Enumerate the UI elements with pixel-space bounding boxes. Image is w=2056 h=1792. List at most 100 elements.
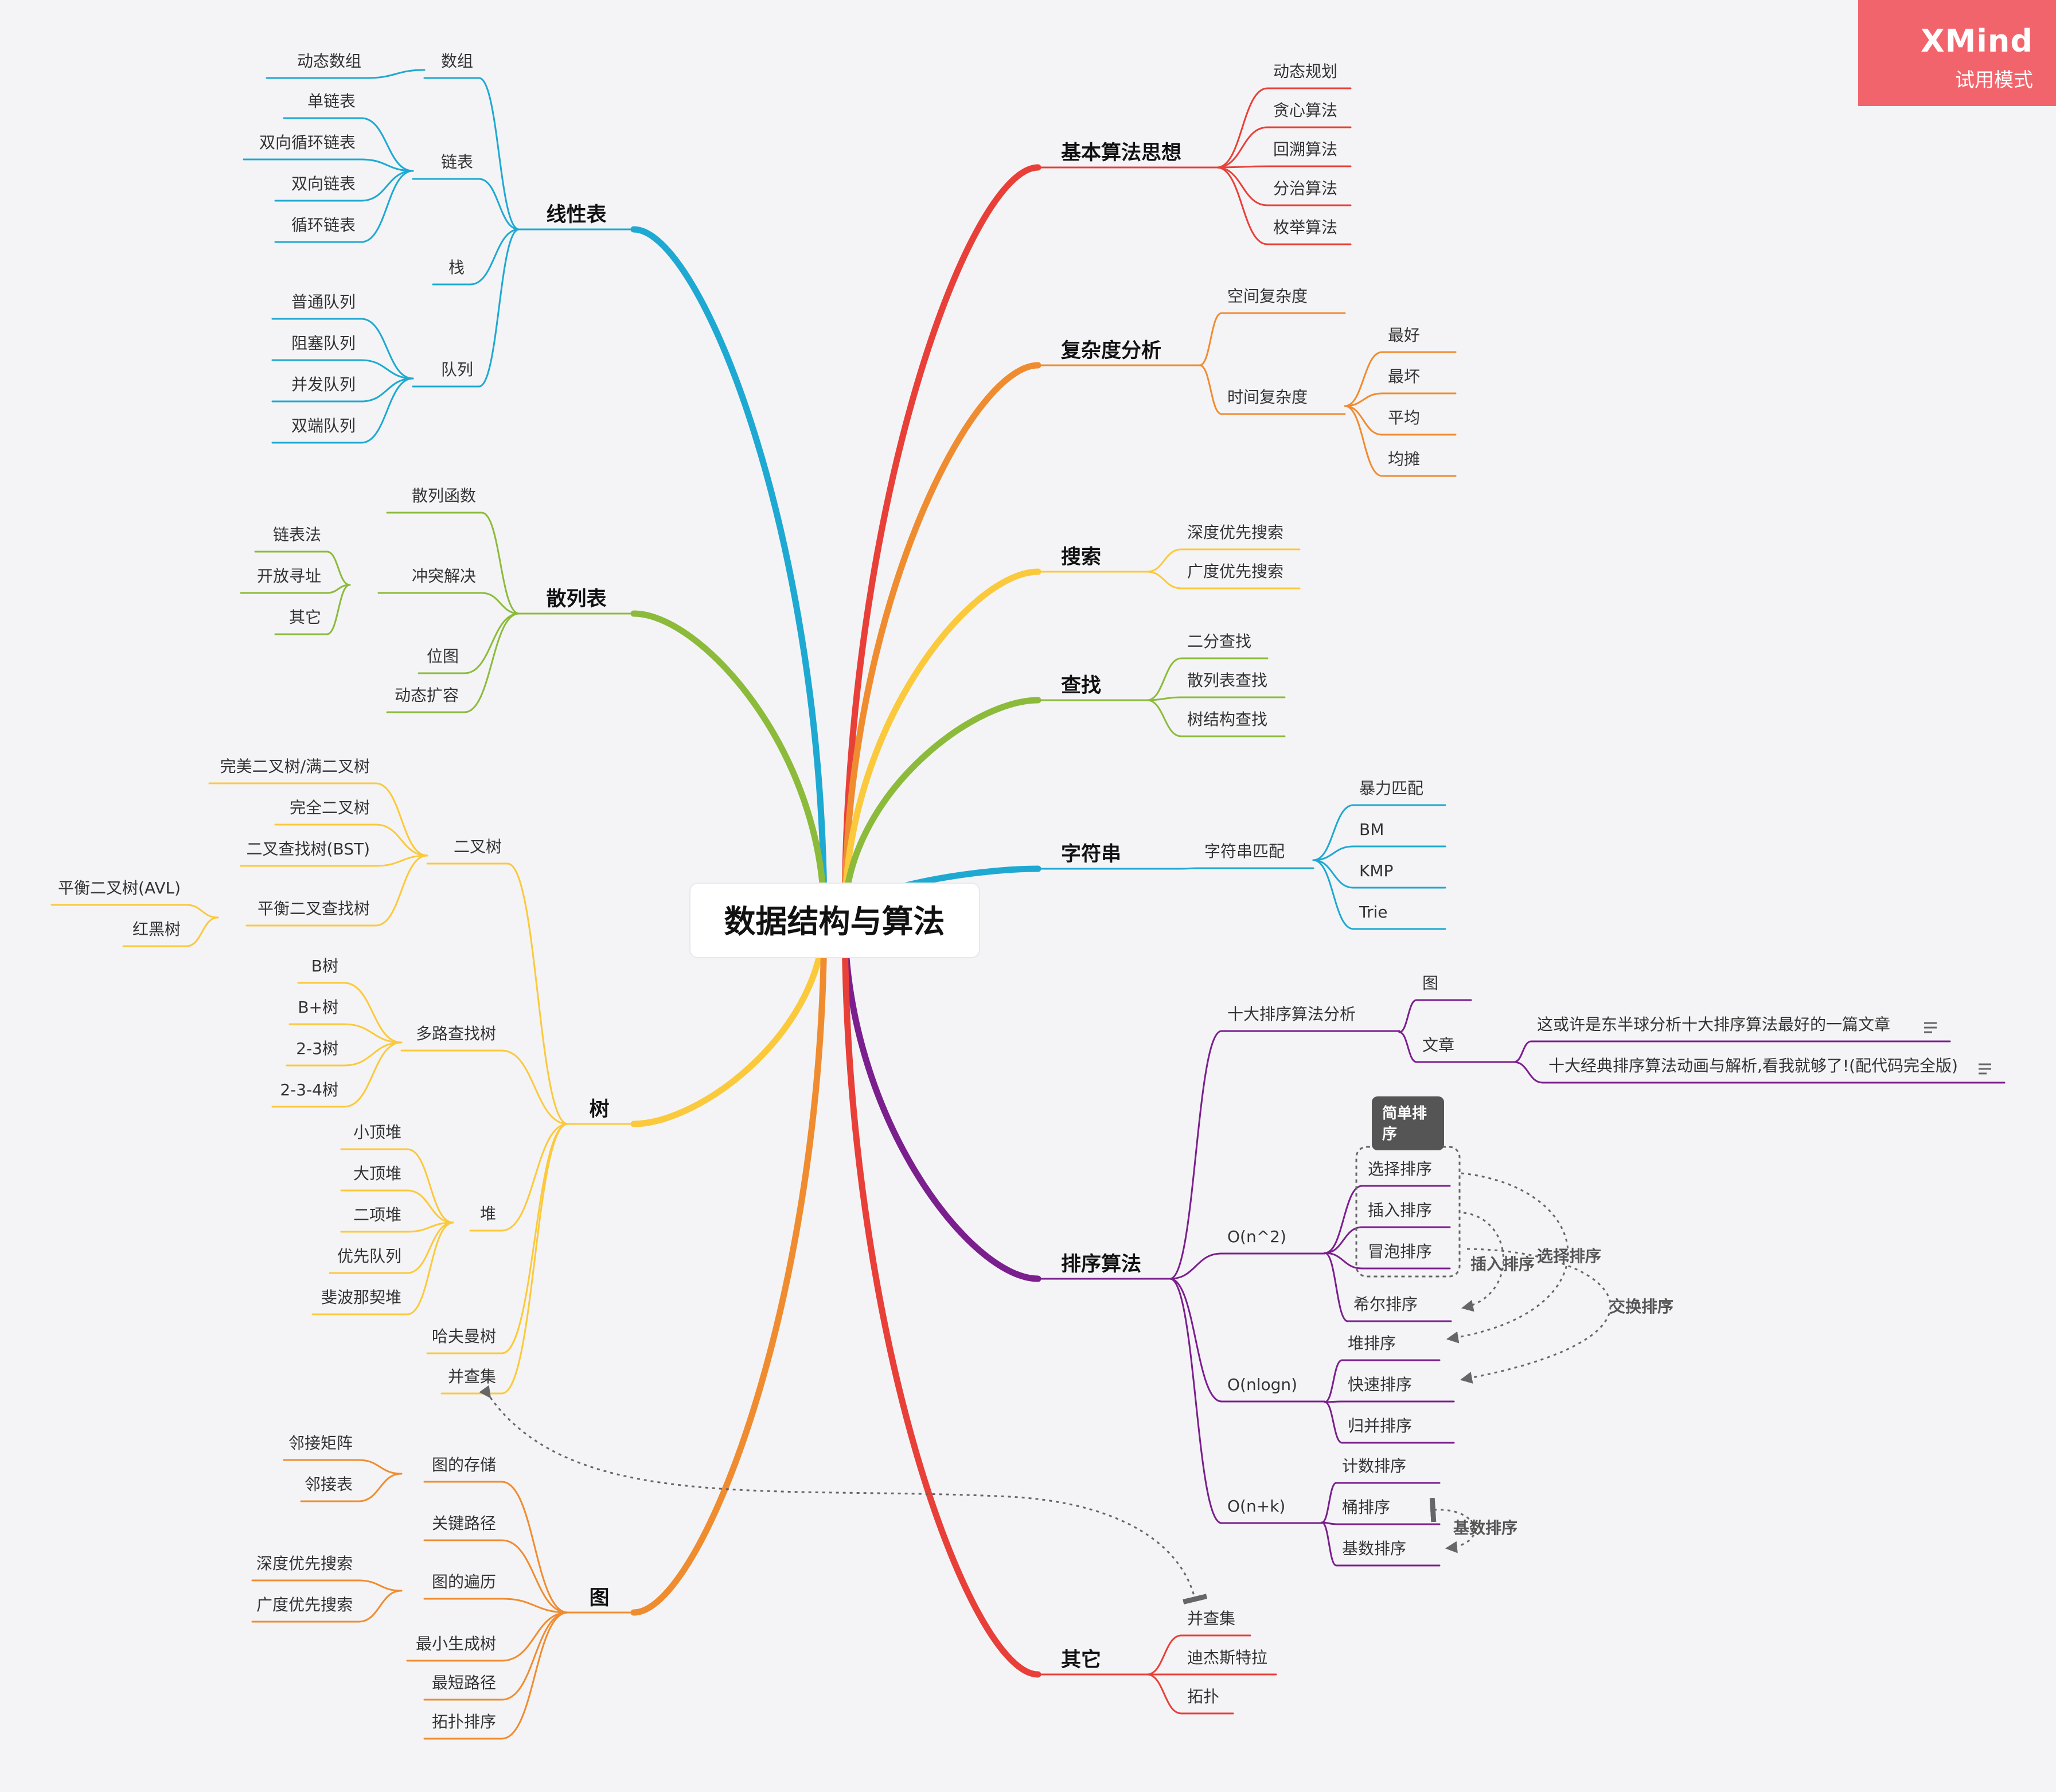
node-bfs[interactable]: 广度优先搜索 [1187,562,1283,581]
node-234-tree[interactable]: 2-3-4树 [280,1080,338,1099]
node-queue[interactable]: 队列 [441,360,473,379]
node-huffman[interactable]: 哈夫曼树 [432,1327,496,1346]
node-bitmap[interactable]: 位图 [427,647,459,666]
node-graph-storage[interactable]: 图的存储 [432,1455,496,1474]
node-union-find[interactable]: 并查集 [448,1367,496,1386]
node-sort-diagram[interactable]: 图 [1422,974,1438,993]
node-priority-queue[interactable]: 优先队列 [337,1247,401,1266]
node-normal-queue[interactable]: 普通队列 [291,292,356,311]
relation-line-radix[interactable] [1429,1497,1476,1553]
node-fibonacci-heap[interactable]: 斐波那契堆 [321,1288,401,1307]
node-trie[interactable]: Trie [1359,903,1388,922]
node-linked-list[interactable]: 链表 [441,153,473,171]
node-article-2[interactable]: 十大经典排序算法动画与解析,看我就够了!(配代码完全版) [1548,1056,1958,1075]
node-max-heap[interactable]: 大顶堆 [353,1164,401,1183]
node-graph-traversal[interactable]: 图的遍历 [432,1572,496,1591]
node-singly-linked[interactable]: 单链表 [307,92,356,111]
node-best-case[interactable]: 最好 [1388,326,1420,345]
node-binomial-heap[interactable]: 二项堆 [353,1205,401,1224]
node-amortized[interactable]: 均摊 [1388,450,1420,469]
node-dynamic-resize[interactable]: 动态扩容 [395,686,459,705]
relation-line-union-find[interactable] [479,1385,1208,1604]
main-topic-other[interactable]: 其它 [1061,1649,1101,1672]
node-article-1[interactable]: 这或许是东半球分析十大排序算法最好的一篇文章 [1537,1015,1890,1034]
node-space-complexity[interactable]: 空间复杂度 [1227,287,1308,306]
node-shortest-path[interactable]: 最短路径 [432,1673,496,1692]
note-icon[interactable] [1979,1063,1991,1075]
node-open-addressing[interactable]: 开放寻址 [257,567,321,585]
node-complete-binary[interactable]: 完全二叉树 [290,798,370,817]
main-topic-search[interactable]: 搜索 [1061,546,1101,569]
main-topic-basic-algorithms[interactable]: 基本算法思想 [1061,142,1181,165]
node-average-case[interactable]: 平均 [1388,408,1420,427]
main-topic-hash-table[interactable]: 散列表 [546,588,606,611]
node-b-tree[interactable]: B树 [311,956,338,975]
node-circular-linked[interactable]: 循环链表 [291,216,356,235]
node-time-complexity[interactable]: 时间复杂度 [1227,388,1308,407]
node-dfs[interactable]: 深度优先搜索 [1187,523,1283,542]
node-kmp[interactable]: KMP [1359,861,1393,880]
node-divide-conquer[interactable]: 分治算法 [1273,179,1337,198]
node-adjacency-matrix[interactable]: 邻接矩阵 [288,1434,353,1453]
node-selection-sort[interactable]: 选择排序 [1368,1159,1432,1178]
node-bucket-sort[interactable]: 桶排序 [1342,1498,1390,1517]
main-topic-linear-list[interactable]: 线性表 [546,204,606,227]
main-topic-string[interactable]: 字符串 [1061,843,1121,866]
node-adjacency-list[interactable]: 邻接表 [305,1475,353,1494]
node-doubly-circular[interactable]: 双向循环链表 [259,133,356,152]
node-dijkstra[interactable]: 迪杰斯特拉 [1187,1648,1267,1667]
simple-sort-tag[interactable] [1372,1096,1444,1150]
node-bubble-sort[interactable]: 冒泡排序 [1368,1242,1432,1261]
node-min-heap[interactable]: 小顶堆 [353,1123,401,1142]
node-heap[interactable]: 堆 [480,1204,496,1223]
node-concurrent-queue[interactable]: 并发队列 [291,375,356,394]
node-shell-sort[interactable]: 希尔排序 [1353,1295,1418,1314]
node-string-matching[interactable]: 字符串匹配 [1204,842,1285,861]
node-counting-sort[interactable]: 计数排序 [1342,1457,1406,1475]
node-binary-tree[interactable]: 二叉树 [454,837,502,856]
node-doubly-linked[interactable]: 双向链表 [291,174,356,193]
node-perfect-binary[interactable]: 完美二叉树/满二叉树 [220,757,370,776]
node-hash-other[interactable]: 其它 [289,608,321,627]
node-balanced-bst[interactable]: 平衡二叉查找树 [258,899,370,918]
node-insertion-sort[interactable]: 插入排序 [1368,1201,1432,1220]
node-stack[interactable]: 栈 [448,258,465,277]
node-enumeration[interactable]: 枚举算法 [1273,218,1337,237]
node-dynamic-array[interactable]: 动态数组 [297,52,361,71]
node-topology[interactable]: 拓扑 [1187,1687,1219,1706]
node-quick-sort[interactable]: 快速排序 [1348,1375,1412,1394]
xmind-trial-badge[interactable]: XMind 试用模式 [1858,0,2056,106]
node-tree-lookup[interactable]: 树结构查找 [1187,710,1267,729]
node-array[interactable]: 数组 [441,52,473,71]
root-topic[interactable]: 数据结构与算法 [689,883,980,958]
node-red-black[interactable]: 红黑树 [132,920,181,939]
note-icon[interactable] [1924,1022,1937,1033]
node-avl[interactable]: 平衡二叉树(AVL) [58,879,181,897]
node-hash-function[interactable]: 散列函数 [412,486,476,505]
node-deque[interactable]: 双端队列 [291,416,356,435]
node-binary-search[interactable]: 二分查找 [1187,632,1251,651]
node-bm[interactable]: BM [1359,820,1384,839]
node-dp[interactable]: 动态规划 [1273,62,1337,81]
node-greedy[interactable]: 贪心算法 [1273,101,1337,120]
node-23-tree[interactable]: 2-3树 [296,1039,338,1058]
node-blocking-queue[interactable]: 阻塞队列 [291,334,356,353]
node-graph-dfs[interactable]: 深度优先搜索 [256,1554,353,1573]
node-critical-path[interactable]: 关键路径 [432,1514,496,1533]
node-chaining[interactable]: 链表法 [273,525,321,544]
node-collision[interactable]: 冲突解决 [412,567,476,585]
node-ten-sorts-analysis[interactable]: 十大排序算法分析 [1227,1005,1356,1024]
node-bplus-tree[interactable]: B+树 [298,998,338,1017]
main-topic-tree[interactable]: 树 [589,1098,609,1121]
node-heap-sort[interactable]: 堆排序 [1348,1334,1396,1353]
main-topic-complexity[interactable]: 复杂度分析 [1061,339,1161,362]
node-multiway[interactable]: 多路查找树 [416,1024,496,1043]
node-graph-bfs[interactable]: 广度优先搜索 [256,1595,353,1614]
node-bst[interactable]: 二叉查找树(BST) [247,840,370,858]
node-worst-case[interactable]: 最坏 [1388,367,1420,386]
main-topic-lookup[interactable]: 查找 [1061,674,1101,697]
main-topic-graph[interactable]: 图 [589,1587,609,1610]
main-topic-sort-algorithms[interactable]: 排序算法 [1061,1253,1141,1276]
node-onlogn[interactable]: O(nlogn) [1227,1375,1297,1394]
node-mst[interactable]: 最小生成树 [416,1634,496,1653]
